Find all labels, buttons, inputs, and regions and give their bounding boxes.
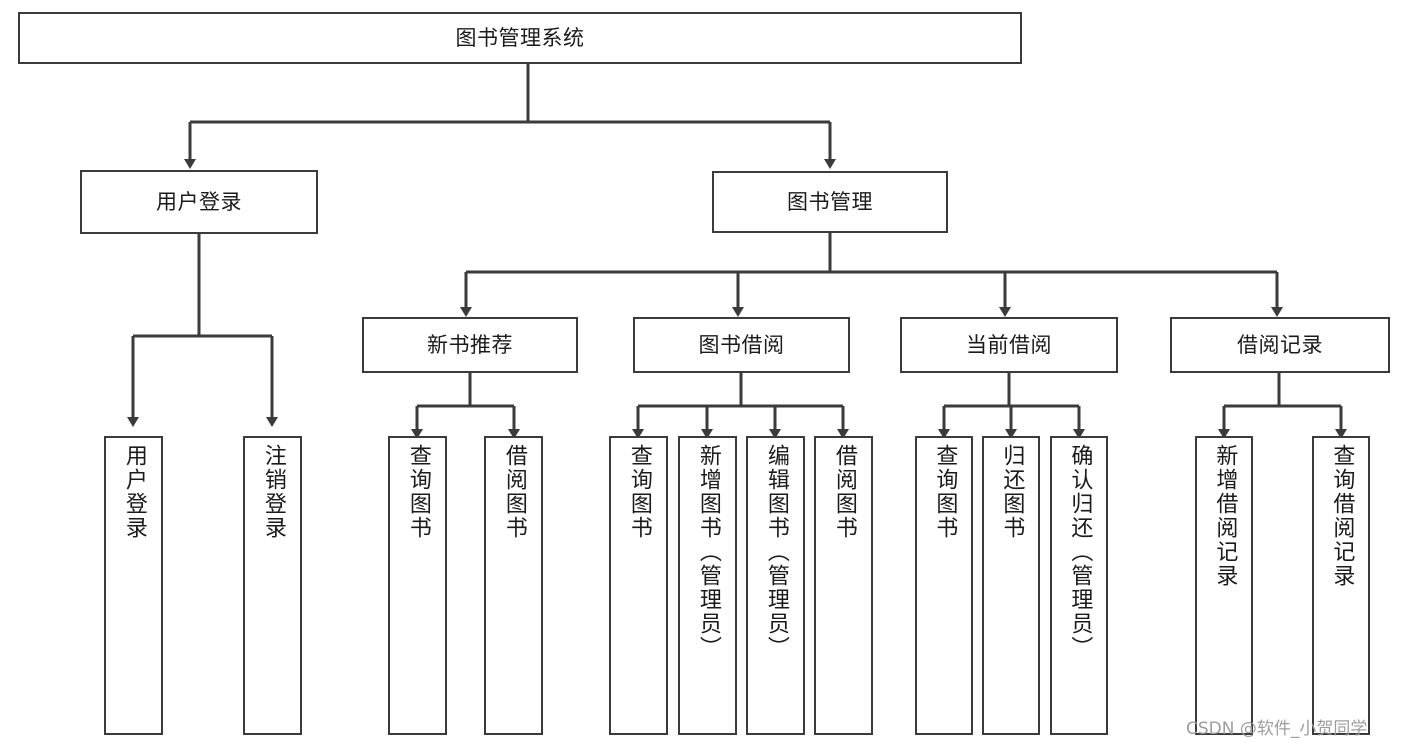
- node-label: 查询借阅记录: [1329, 444, 1355, 588]
- node-book-borrow[interactable]: 图书借阅: [633, 317, 850, 373]
- node-label: 编辑图书（管理员）: [763, 444, 789, 660]
- node-label: 图书借阅: [698, 332, 785, 357]
- leaf-current-borrow-confirm-return-admin[interactable]: 确认归还（管理员）: [1050, 436, 1108, 735]
- node-label: 新增借阅记录: [1212, 444, 1238, 588]
- node-label: 用户登录: [121, 444, 147, 540]
- csdn-watermark: CSDN @软件_小贺同学: [1186, 719, 1368, 739]
- node-label: 借阅图书: [501, 444, 527, 540]
- node-current-borrow[interactable]: 当前借阅: [900, 317, 1118, 373]
- leaf-user-login-logout[interactable]: 注销登录: [243, 436, 302, 735]
- node-label: 用户登录: [156, 189, 242, 214]
- node-root-book-management-system[interactable]: 图书管理系统: [18, 12, 1022, 64]
- node-label: 查询图书: [932, 444, 958, 540]
- leaf-book-borrow-add-book-admin[interactable]: 新增图书（管理员）: [678, 436, 737, 735]
- leaf-current-borrow-return-book[interactable]: 归还图书: [982, 436, 1040, 735]
- leaf-new-book-borrow-book[interactable]: 借阅图书: [484, 436, 543, 735]
- node-label: 确认归还（管理员）: [1067, 444, 1093, 660]
- leaf-new-book-query-book[interactable]: 查询图书: [388, 436, 447, 735]
- leaf-book-borrow-edit-book-admin[interactable]: 编辑图书（管理员）: [746, 436, 805, 735]
- node-label: 当前借阅: [966, 332, 1052, 357]
- node-label: 图书管理: [787, 189, 873, 214]
- leaf-borrow-record-add-record[interactable]: 新增借阅记录: [1195, 436, 1253, 735]
- node-label: 图书管理系统: [455, 25, 585, 50]
- node-borrow-record[interactable]: 借阅记录: [1170, 317, 1390, 373]
- node-label: 新书推荐: [427, 332, 513, 357]
- node-user-login[interactable]: 用户登录: [80, 170, 318, 234]
- node-book-management[interactable]: 图书管理: [712, 171, 948, 233]
- leaf-user-login-login[interactable]: 用户登录: [104, 436, 163, 735]
- node-label: 借阅记录: [1237, 332, 1323, 357]
- node-label: 查询图书: [405, 444, 431, 540]
- node-label: 查询图书: [626, 444, 652, 540]
- node-label: 归还图书: [999, 444, 1025, 540]
- leaf-current-borrow-query-book[interactable]: 查询图书: [915, 436, 973, 735]
- leaf-borrow-record-query-record[interactable]: 查询借阅记录: [1312, 436, 1370, 735]
- node-new-book-recommend[interactable]: 新书推荐: [362, 317, 578, 373]
- node-label: 注销登录: [260, 444, 286, 540]
- leaf-book-borrow-borrow-book[interactable]: 借阅图书: [814, 436, 873, 735]
- leaf-book-borrow-query-book[interactable]: 查询图书: [609, 436, 668, 735]
- node-label: 新增图书（管理员）: [695, 444, 721, 660]
- node-label: 借阅图书: [831, 444, 857, 540]
